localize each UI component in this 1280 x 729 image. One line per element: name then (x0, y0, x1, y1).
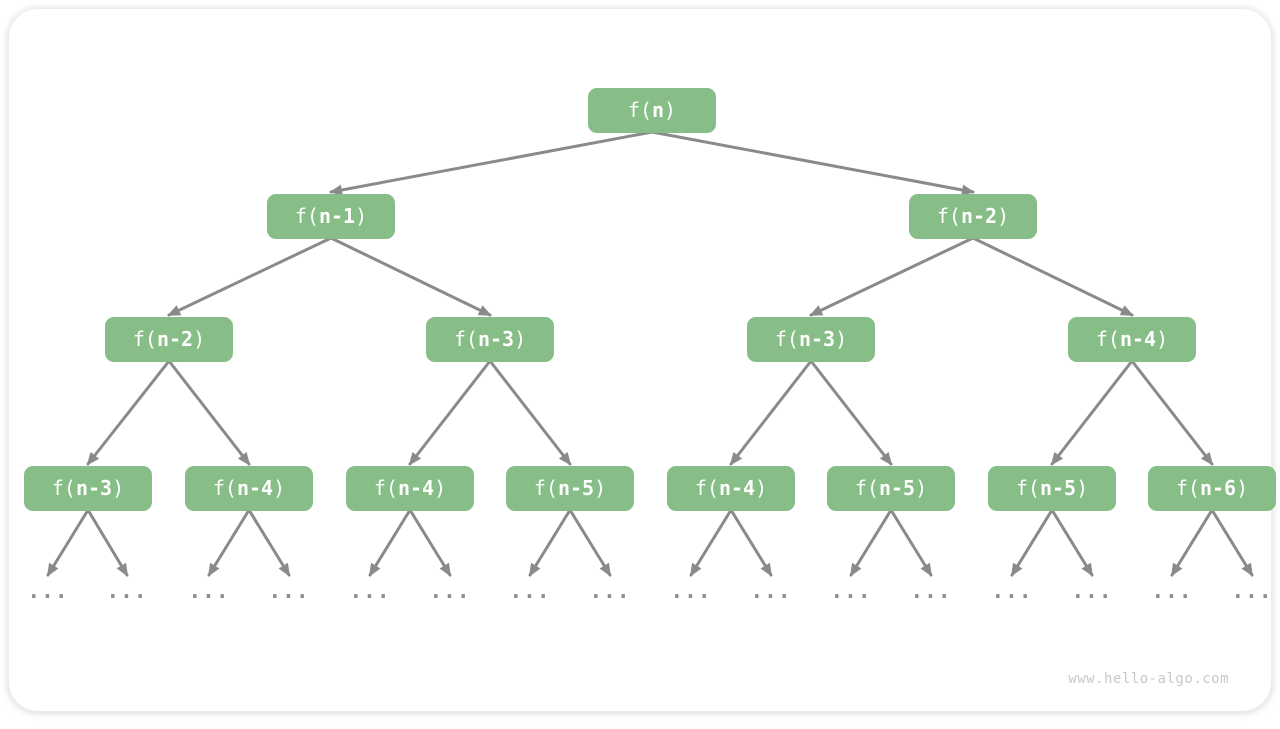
edge (809, 359, 893, 466)
ellipsis-node: ... (27, 579, 69, 604)
ellipsis-node: ... (910, 579, 952, 604)
tree-node: f(n-3) (24, 465, 152, 511)
ellipsis-node: ... (830, 579, 872, 604)
edge (849, 508, 893, 577)
tree-node: f(n-4) (1068, 316, 1196, 362)
edges-layer (46, 130, 1254, 577)
ellipsis-node: ... (106, 579, 148, 604)
ellipsis-node: ... (991, 579, 1033, 604)
edge (247, 508, 291, 577)
ellipsis-node: ... (268, 579, 310, 604)
edge (86, 508, 129, 577)
tree-node: f(n) (588, 87, 716, 133)
edge (167, 236, 333, 317)
watermark: www.hello-algo.com (1068, 671, 1229, 687)
ellipsis-node: ... (589, 579, 631, 604)
ellipsis-node: ... (1151, 579, 1193, 604)
tree-node: f(n-4) (185, 465, 313, 511)
tree-node: f(n-3) (747, 316, 875, 362)
edge (528, 508, 572, 577)
tree-node: f(n-2) (909, 193, 1037, 239)
ellipsis-node: ... (750, 579, 792, 604)
recursion-tree-diagram: f(n) f(n-1) f(n-2) f(n-2) f(n-3) f(n-3) f(n-4)… (9, 9, 1280, 729)
edge (1050, 359, 1134, 466)
tree-node: f(n-2) (105, 316, 233, 362)
ellipsis-node: ... (1071, 579, 1113, 604)
edge (1050, 508, 1094, 577)
edge (368, 508, 412, 577)
ellipsis-node: ... (509, 579, 551, 604)
edge (1170, 508, 1214, 577)
tree-node: f(n-1) (267, 193, 395, 239)
edge (729, 359, 813, 466)
tree-node: f(n-6) (1148, 465, 1276, 511)
tree-node: f(n-5) (988, 465, 1116, 511)
ellipsis-node: ... (349, 579, 391, 604)
edge (729, 508, 773, 577)
tree-node: f(n-5) (827, 465, 955, 511)
tree-node: f(n-3) (426, 316, 554, 362)
edge (46, 508, 90, 577)
edge (689, 508, 733, 577)
tree-node: f(n-5) (506, 465, 634, 511)
edge (809, 236, 975, 317)
ellipsis-node: ... (188, 579, 230, 604)
edge (1210, 508, 1254, 577)
edge (1010, 508, 1054, 577)
edge (488, 359, 572, 466)
edge (971, 236, 1134, 317)
tree-node: f(n-4) (667, 465, 795, 511)
ellipsis-node: ... (429, 579, 471, 604)
edge (1130, 359, 1214, 466)
edge (329, 236, 492, 317)
ellipsis-node: ... (1231, 579, 1273, 604)
edge (167, 359, 251, 466)
edge (329, 130, 654, 196)
tree-node: f(n-4) (346, 465, 474, 511)
edge (86, 359, 171, 466)
edge (408, 508, 452, 577)
edge (207, 508, 251, 577)
edge (568, 508, 612, 577)
edge (650, 130, 975, 196)
diagram-card: f(n) f(n-1) f(n-2) f(n-2) f(n-3) f(n-3) f(n-4)… (8, 8, 1276, 712)
ellipsis-node: ... (670, 579, 712, 604)
edge (408, 359, 492, 466)
edge (889, 508, 933, 577)
